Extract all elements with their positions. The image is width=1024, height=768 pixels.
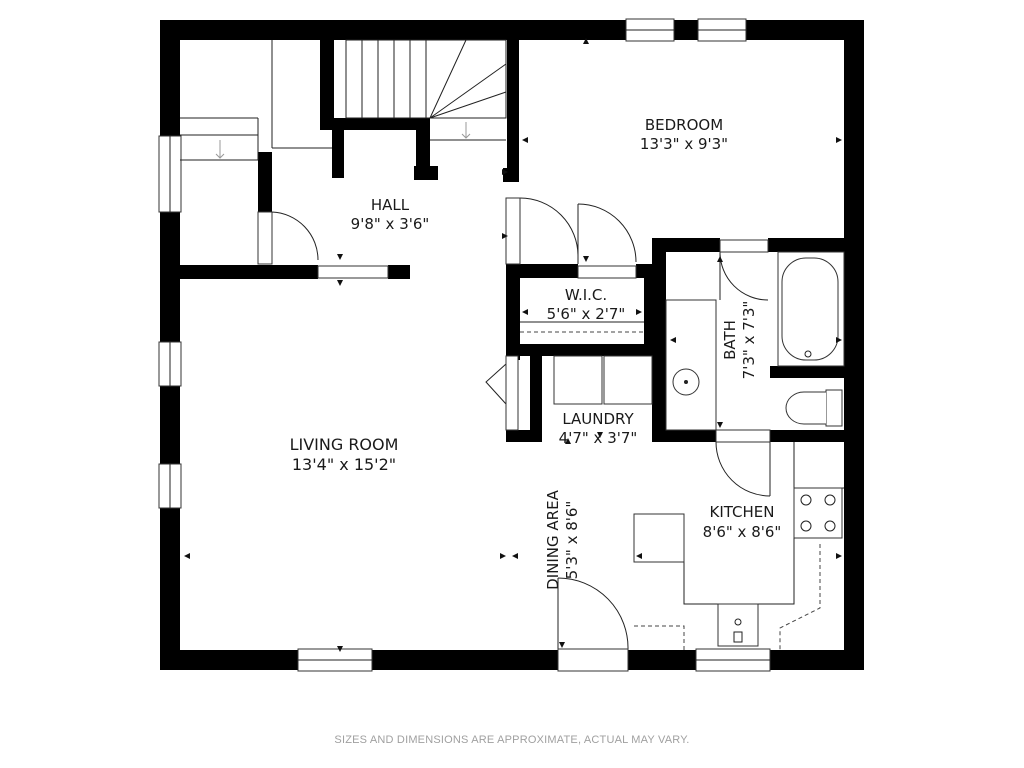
room-label-wic: W.I.C. 5'6" x 2'7" (547, 286, 626, 323)
room-label-living-room: LIVING ROOM 13'4" x 15'2" (290, 435, 399, 474)
window-top-1 (625, 18, 675, 42)
kitchen-name: KITCHEN (710, 503, 775, 521)
bath-vanity (665, 299, 717, 431)
window-left-3 (158, 463, 182, 509)
window-top-2 (697, 18, 747, 42)
window-left-1 (158, 135, 182, 213)
room-label-kitchen: KITCHEN 8'6" x 8'6" (703, 503, 782, 541)
window-left-2 (158, 341, 182, 387)
stairs-upper (345, 39, 507, 141)
dimension-ticks (184, 38, 842, 652)
bath-size: 7'3" x 7'3" (740, 301, 758, 380)
doors (257, 197, 771, 672)
window-bottom-1 (297, 648, 373, 672)
stairs-left (180, 40, 332, 161)
dining-area-size: 5'3" x 8'6" (563, 501, 581, 580)
living-room-size: 13'4" x 15'2" (292, 455, 396, 474)
laundry-size: 4'7" x 3'7" (559, 429, 638, 447)
disclaimer-text: SIZES AND DIMENSIONS ARE APPROXIMATE, AC… (334, 734, 690, 746)
bathtub (777, 251, 845, 367)
closet-shelf (520, 321, 644, 333)
kitchen-counters (633, 442, 844, 650)
kitchen-size: 8'6" x 8'6" (703, 523, 782, 541)
washer-dryer (553, 355, 653, 405)
window-bottom-2 (695, 648, 771, 672)
room-label-bath: BATH 7'3" x 7'3" (721, 301, 758, 380)
hall-name: HALL (371, 196, 410, 214)
room-label-bedroom: BEDROOM 13'3" x 9'3" (640, 116, 728, 153)
bedroom-name: BEDROOM (645, 116, 723, 134)
hall-size: 9'8" x 3'6" (351, 215, 430, 233)
bedroom-size: 13'3" x 9'3" (640, 135, 728, 153)
room-label-laundry: LAUNDRY 4'7" x 3'7" (559, 410, 638, 447)
laundry-name: LAUNDRY (562, 410, 634, 428)
dining-area-name: DINING AREA (544, 489, 562, 589)
windows (158, 18, 771, 672)
toilet (785, 389, 843, 427)
wic-size: 5'6" x 2'7" (547, 305, 626, 323)
living-room-name: LIVING ROOM (290, 435, 399, 454)
room-label-dining-area: DINING AREA 5'3" x 8'6" (544, 489, 581, 589)
room-label-hall: HALL 9'8" x 3'6" (351, 196, 430, 233)
wic-name: W.I.C. (565, 286, 607, 304)
bath-name: BATH (721, 320, 739, 360)
